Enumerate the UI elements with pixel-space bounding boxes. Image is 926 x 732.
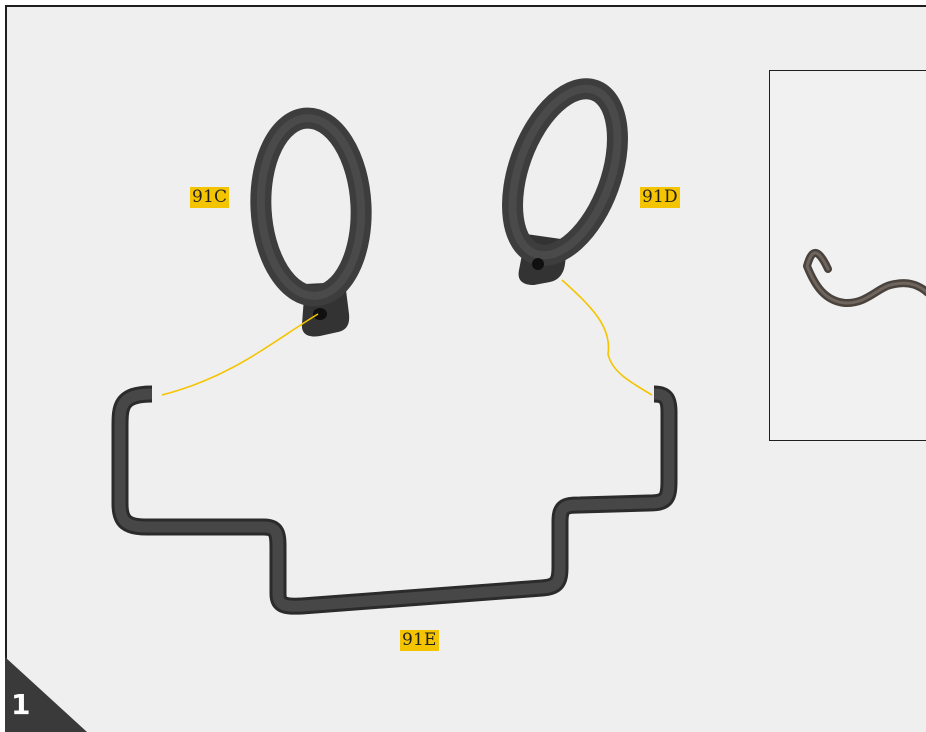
part-label-91c: 91C [190,187,229,208]
ring-91c [256,116,365,337]
s-hook-detail-icon [770,71,926,441]
step-number: 1 [11,687,30,723]
ring-91d [492,75,638,285]
bracket-91e [120,394,669,606]
part-label-91d: 91D [640,187,680,208]
detail-inset [769,70,926,441]
connector-line-right [562,280,652,395]
part-label-91e: 91E [400,630,439,651]
connector-line-left [162,314,318,395]
